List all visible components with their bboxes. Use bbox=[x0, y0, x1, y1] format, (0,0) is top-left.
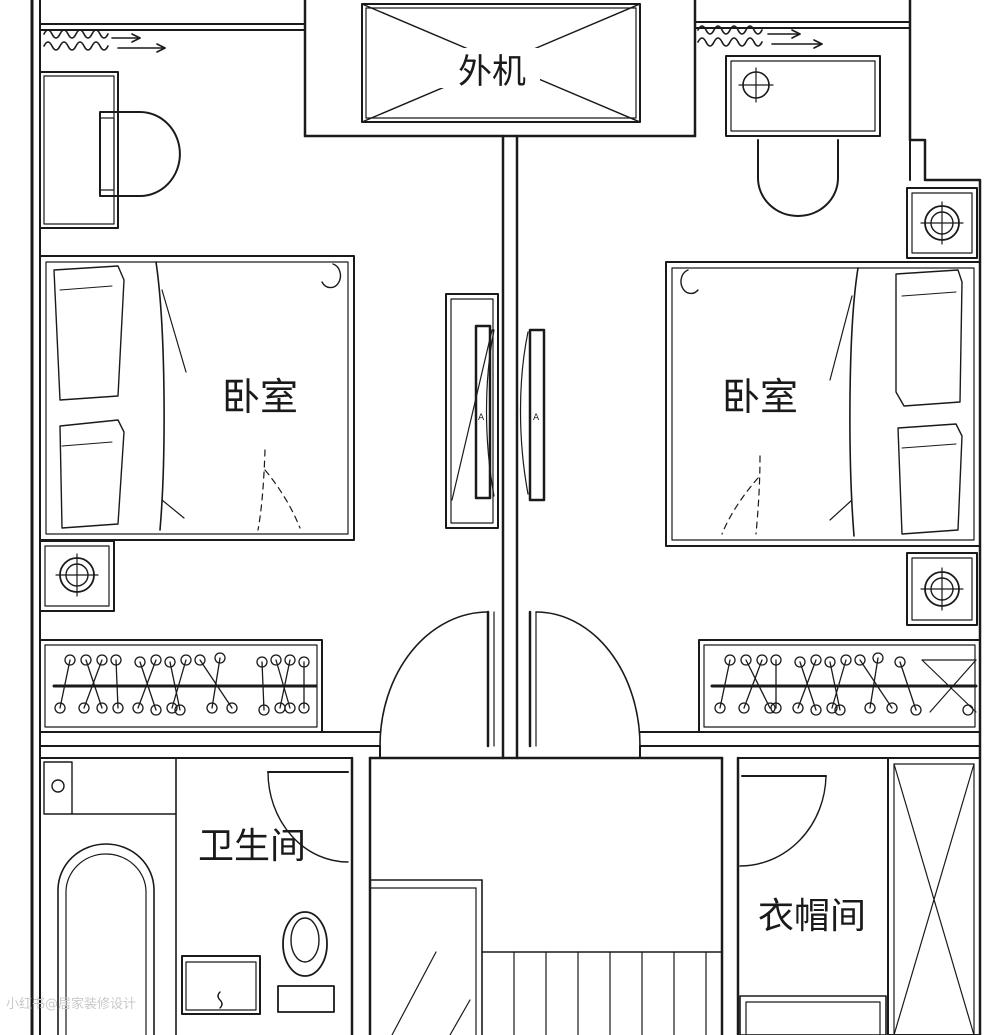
left-bedroom-label-group: 卧室 bbox=[222, 375, 298, 419]
label-bathroom: 卫生间 bbox=[198, 826, 306, 867]
chair-icon bbox=[99, 111, 181, 197]
toilet-icon bbox=[277, 911, 335, 1013]
stairs bbox=[369, 879, 723, 1035]
closet-left bbox=[39, 639, 323, 733]
lamp-icon bbox=[906, 552, 978, 626]
bed-left bbox=[39, 255, 355, 541]
label-bedroom-left: 卧室 bbox=[222, 375, 298, 419]
toilet-icon bbox=[757, 139, 839, 217]
air-vent-icon bbox=[697, 25, 823, 49]
door-swing-right bbox=[528, 610, 641, 748]
label-cloakroom: 衣帽间 bbox=[758, 896, 866, 937]
bed-right bbox=[665, 261, 981, 547]
label-bedroom-right: 卧室 bbox=[722, 375, 798, 419]
desk bbox=[39, 71, 119, 229]
corridor-walls bbox=[501, 134, 519, 760]
closet-right bbox=[698, 639, 981, 733]
nightstand-icon bbox=[906, 187, 978, 259]
svg-text:A: A bbox=[533, 413, 540, 423]
lamp-icon bbox=[39, 540, 115, 612]
label-outdoor-unit: 外机 bbox=[458, 52, 526, 92]
cloakroom-fixtures bbox=[739, 757, 981, 1035]
bathroom-label-group: 卫生间 bbox=[198, 826, 306, 867]
watermark: 小红书@居家装修设计 bbox=[6, 996, 136, 1012]
sink-icon bbox=[725, 55, 881, 137]
wardrobe: A A bbox=[445, 293, 546, 529]
bathroom-fixtures bbox=[43, 757, 349, 1035]
outdoor-unit: 外机 bbox=[361, 3, 641, 123]
door-swing-left bbox=[379, 610, 495, 748]
right-bedroom-label-group: 卧室 bbox=[722, 375, 798, 419]
air-vent-icon bbox=[43, 29, 166, 53]
cloakroom-label-group: 衣帽间 bbox=[758, 896, 866, 937]
svg-text:A: A bbox=[478, 413, 485, 423]
sink-icon bbox=[181, 955, 261, 1015]
